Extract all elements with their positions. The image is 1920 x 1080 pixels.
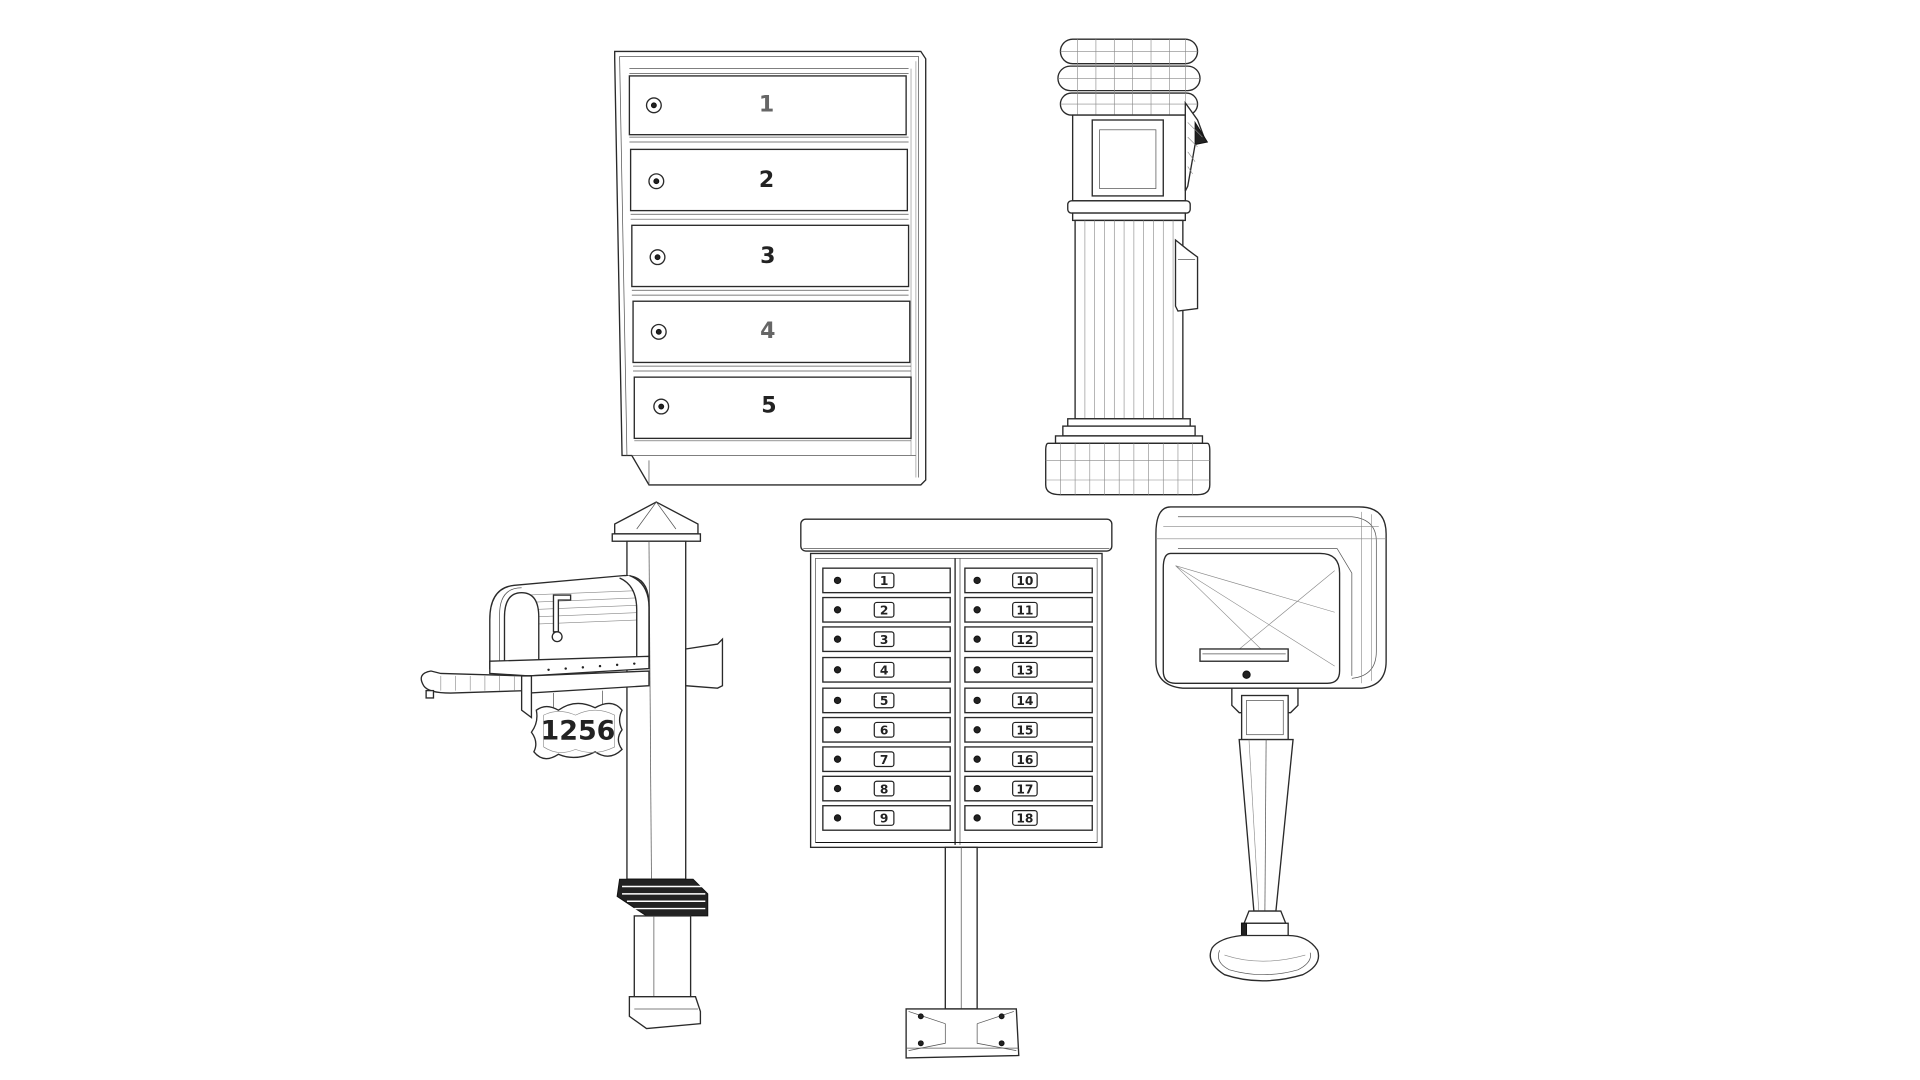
cluster-door-11[interactable]: 11 — [964, 596, 1093, 623]
door-number: 10 — [1016, 574, 1033, 588]
lock-icon — [833, 726, 842, 734]
lock-icon — [973, 666, 981, 674]
cluster-door-1[interactable]: 1 — [822, 567, 951, 594]
lock-icon — [973, 576, 981, 585]
door-number: 4 — [760, 319, 775, 344]
locker-door-1[interactable]: 1 — [628, 75, 909, 143]
door-number: 1 — [880, 574, 889, 588]
locker-door-3[interactable]: 3 — [631, 224, 910, 296]
pedestal-box-model — [1155, 506, 1387, 982]
mail-slot[interactable] — [1174, 238, 1199, 312]
door-number: 3 — [760, 244, 775, 269]
door-number: 9 — [880, 812, 889, 826]
door-number: 2 — [759, 168, 774, 193]
lock-icon — [1242, 670, 1251, 679]
lock-icon — [655, 328, 662, 335]
lock-icon — [654, 254, 661, 261]
cluster-door-16[interactable]: 16 — [964, 746, 1093, 773]
door-number: 4 — [880, 664, 889, 678]
locker-door-5[interactable]: 5 — [633, 376, 912, 442]
lock-icon — [833, 696, 842, 705]
post-mailbox-model: 1256 — [420, 501, 724, 1030]
collection-door[interactable] — [1091, 119, 1164, 197]
locker-door-4[interactable]: 4 — [632, 300, 912, 372]
door-number: 6 — [880, 724, 889, 738]
lock-icon — [833, 755, 842, 763]
cluster-door-10[interactable]: 10 — [964, 567, 1093, 594]
door-number: 5 — [880, 694, 889, 708]
locker-door-2[interactable]: 2 — [629, 148, 909, 220]
cluster-right-column: 10 11 12 13 14 15 16 17 18 — [964, 567, 1093, 831]
door-number: 11 — [1016, 604, 1033, 618]
lock-icon — [973, 814, 981, 822]
lock-icon — [973, 755, 981, 763]
cluster-door-12[interactable]: 12 — [964, 626, 1093, 653]
lock-icon — [973, 606, 981, 614]
door-number: 5 — [761, 394, 776, 419]
door-number: 8 — [880, 782, 889, 796]
door-number: 1 — [759, 92, 774, 117]
cluster-door-5[interactable]: 5 — [822, 687, 951, 714]
lock-icon — [653, 178, 660, 185]
lock-icon — [833, 814, 842, 822]
mailbox-flag[interactable] — [552, 594, 572, 633]
mailbox-door-open[interactable] — [420, 670, 528, 694]
lock-icon — [658, 403, 665, 410]
lock-icon — [833, 666, 842, 674]
mail-slot[interactable] — [1199, 648, 1289, 662]
lock-icon — [650, 102, 657, 109]
cluster-door-18[interactable]: 18 — [964, 805, 1093, 831]
lock-icon — [833, 606, 842, 614]
door-number: 17 — [1016, 782, 1033, 796]
cluster-door-6[interactable]: 6 — [822, 716, 951, 743]
cluster-door-3[interactable]: 3 — [822, 626, 951, 653]
cluster-door-15[interactable]: 15 — [964, 716, 1093, 743]
house-number-sign — [530, 702, 623, 760]
house-number: 1256 — [540, 716, 615, 747]
cluster-box-model: 1 2 3 4 5 6 7 8 9 10 11 12 13 14 15 16 1… — [800, 518, 1113, 1059]
pillar-box-model — [1045, 38, 1211, 496]
cluster-door-2[interactable]: 2 — [822, 596, 951, 623]
door-number: 12 — [1016, 633, 1033, 647]
lock-icon — [973, 784, 981, 793]
cluster-door-17[interactable]: 17 — [964, 775, 1093, 802]
cluster-door-14[interactable]: 14 — [964, 687, 1093, 714]
lock-icon — [833, 576, 842, 585]
door-number: 13 — [1016, 664, 1033, 678]
door-number: 7 — [880, 753, 889, 767]
door-number: 14 — [1016, 694, 1033, 708]
lock-icon — [833, 635, 842, 643]
cluster-door-7[interactable]: 7 — [822, 746, 951, 773]
cluster-door-8[interactable]: 8 — [822, 775, 951, 802]
lock-icon — [973, 635, 981, 643]
wall-locker-model: 1 2 3 4 5 — [614, 50, 927, 486]
door-number: 16 — [1016, 753, 1033, 767]
cluster-door-13[interactable]: 13 — [964, 656, 1093, 683]
anchor-bolt-icon — [917, 1013, 1005, 1047]
door-number: 2 — [880, 604, 889, 618]
cluster-door-4[interactable]: 4 — [822, 656, 951, 683]
cluster-left-column: 1 2 3 4 5 6 7 8 9 — [822, 567, 951, 831]
door-number: 15 — [1016, 724, 1033, 738]
flag-pivot-icon — [551, 631, 563, 643]
lock-icon — [973, 726, 981, 734]
door-number: 3 — [880, 633, 889, 647]
lock-icon — [973, 696, 981, 705]
lock-icon — [833, 784, 842, 793]
door-number: 18 — [1016, 812, 1033, 826]
cluster-door-9[interactable]: 9 — [822, 805, 951, 831]
